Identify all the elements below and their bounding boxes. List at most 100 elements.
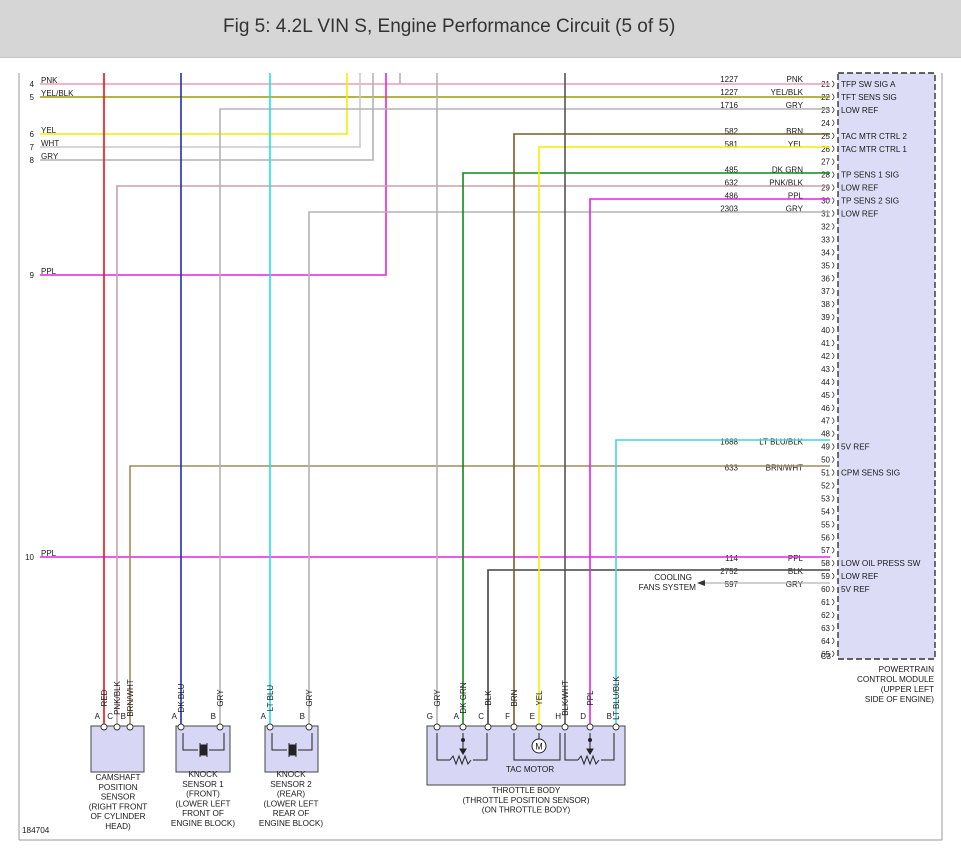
pin-terminal — [831, 572, 835, 580]
pin-terminal — [831, 236, 835, 243]
wire-ppl-9 — [40, 73, 387, 276]
pcm-pin-label: LOW REF — [841, 106, 878, 115]
pin-terminal — [831, 404, 835, 412]
wire-color-label: GRY — [786, 580, 804, 589]
wire-color-label: DK GRN — [772, 166, 803, 175]
pin-terminal — [177, 723, 185, 731]
pcm-pin-label: 5V REF — [841, 585, 870, 594]
pcm-pin-number: 56 — [821, 533, 830, 542]
pin-terminal — [586, 723, 594, 731]
pin-letter: A — [261, 712, 267, 721]
pcm-pin-number: 41 — [821, 339, 830, 348]
pin-terminal — [831, 365, 835, 373]
wire-yel-tb — [538, 146, 830, 724]
pin-letter: A — [172, 712, 178, 721]
pcm-pin-label: 5V REF — [841, 443, 870, 452]
arrow-left-icon — [697, 580, 705, 586]
wire-color-label: PPL — [788, 554, 804, 563]
pin-letter: G — [427, 712, 433, 721]
circuit-number: 486 — [725, 192, 739, 201]
lead-wire-label: YEL — [41, 126, 57, 135]
wire-color-label: LT BLU/BLK — [759, 438, 803, 447]
component-name-line: (LOWER LEFT — [175, 799, 230, 808]
pin-terminal — [831, 391, 835, 399]
pin-terminal — [831, 559, 835, 567]
circuit-number: 1227 — [720, 88, 738, 97]
pcm-pin-number: 59 — [821, 572, 830, 581]
wire-gry-ks2 — [308, 211, 830, 724]
wire-gry-ks1 — [219, 108, 830, 724]
pin-letter: C — [478, 712, 484, 721]
pin-terminal — [831, 300, 835, 308]
wire-color-label: BRN — [786, 127, 803, 136]
pin-terminal — [831, 119, 835, 127]
wire-wht — [40, 73, 361, 148]
wire-blk — [487, 569, 830, 724]
camshaft-sensor-box — [90, 725, 145, 773]
pin-wire-label: BLK — [484, 690, 493, 706]
pin-wire-label: GRY — [305, 689, 314, 707]
pcm-pin-number: 49 — [821, 443, 830, 452]
pcm-name-line: (UPPER LEFT — [881, 685, 934, 694]
component-name-line: SENSOR 1 — [182, 780, 224, 789]
component-name-line: REAR OF — [273, 809, 309, 818]
pin-letter: B — [607, 712, 612, 721]
lead-number: 7 — [30, 143, 35, 152]
lead-number: 5 — [30, 93, 35, 102]
wires — [40, 73, 830, 724]
wire-color-label: YEL — [788, 140, 804, 149]
pcm-pin-label: LOW OIL PRESS SW — [841, 559, 921, 568]
pin-terminal — [831, 650, 835, 658]
wire-ppl-tb — [589, 198, 830, 724]
pin-wire-label: BRN — [510, 689, 519, 706]
pin-terminal — [433, 723, 441, 731]
pin-wire-label: YEL — [535, 690, 544, 706]
pcm-pin-number: 52 — [821, 481, 830, 490]
pcm-pin-number: 23 — [821, 106, 830, 115]
pcm-pin-number: 43 — [821, 365, 830, 374]
motor-m-glyph: M — [535, 742, 543, 752]
lead-number: 10 — [25, 553, 34, 562]
pcm-pin-number: 24 — [821, 119, 830, 128]
pcm-pin-number: 48 — [821, 430, 830, 439]
component-name-line: (ON THROTTLE BODY) — [482, 806, 571, 815]
pin-terminal — [831, 184, 835, 191]
pin-terminal — [216, 723, 224, 731]
wire-pnk-blk — [116, 185, 830, 724]
pin-terminal — [831, 210, 835, 217]
throttle-body-box — [426, 725, 626, 786]
cooling-fans-reference: COOLING FANS SYSTEM — [639, 573, 705, 592]
pcm-pin-number: 25 — [821, 132, 830, 141]
tp-sensor-1-symbol — [436, 733, 488, 766]
circuit-number: 581 — [725, 140, 739, 149]
pin-terminal — [831, 469, 835, 476]
pin-terminal — [831, 287, 835, 295]
component-name-line: (FRONT) — [186, 790, 220, 799]
pcm-pin-number: 40 — [821, 326, 830, 335]
knock-sensor-symbol — [271, 733, 313, 757]
pcm-pin-number: 30 — [821, 197, 830, 206]
pin-wire-label: DK BLU — [177, 683, 186, 712]
lead-wire-label: PPL — [41, 549, 57, 558]
pin-letter: F — [505, 712, 510, 721]
pin-terminal — [831, 158, 835, 166]
page-title: Fig 5: 4.2L VIN S, Engine Performance Ci… — [223, 16, 676, 37]
pcm-pin-number: 62 — [821, 611, 830, 620]
lead-number: 6 — [30, 130, 35, 139]
pin-terminal — [831, 106, 835, 114]
pin-terminal — [831, 378, 835, 386]
pcm-pin-number: 32 — [821, 222, 830, 231]
pcm-name-line: SIDE OF ENGINE) — [865, 695, 934, 704]
component-name-line: ENGINE BLOCK) — [259, 819, 323, 828]
pin-terminal — [126, 723, 134, 731]
pcm-name-line: POWERTRAIN — [879, 665, 934, 674]
pcm-pin-label: CPM SENS SIG — [841, 469, 900, 478]
pin-terminal — [831, 443, 835, 450]
wire-color-label: PNK — [787, 75, 804, 84]
pcm-pin-number: 35 — [821, 261, 830, 270]
pcm-pin-label: TFP SW SIG A — [841, 80, 896, 89]
pin-terminal — [831, 93, 835, 101]
